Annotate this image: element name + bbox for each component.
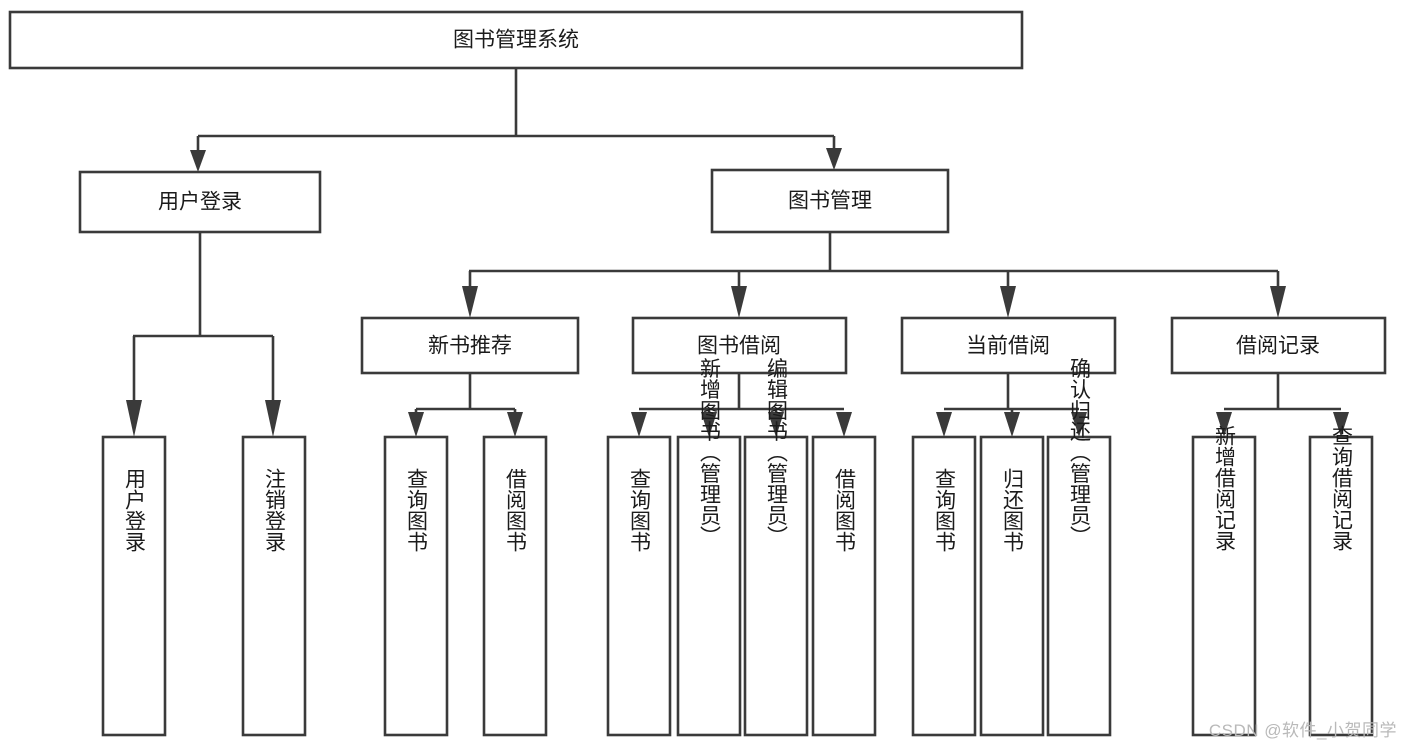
node-box: [911, 435, 977, 737]
node-leaf-borrow-book-1[interactable]: 借阅图书: [482, 435, 548, 737]
arrow-head-g3-leaf-2: [1004, 412, 1020, 437]
node-label: 归还图书: [1001, 468, 1025, 552]
arrow-head-to-current-borrow: [1000, 286, 1016, 318]
node-box: [743, 435, 809, 737]
node-box: [1170, 316, 1387, 375]
node-label: 借阅图书: [833, 468, 857, 552]
node-label: 图书管理: [788, 190, 872, 213]
node-box: [1191, 435, 1257, 737]
arrow-head-to-borrow-record: [1270, 286, 1286, 318]
node-leaf-query-borrow-record[interactable]: 查询借阅记录: [1308, 425, 1374, 737]
node-current-borrow[interactable]: 当前借阅: [900, 316, 1117, 375]
node-label: 用户登录: [158, 191, 242, 214]
node-leaf-add-book-admin[interactable]: 新增图书（管理员）: [676, 358, 742, 737]
node-leaf-query-book-1[interactable]: 查询图书: [383, 435, 449, 737]
node-label: 查询图书: [628, 468, 652, 552]
node-label: 查询图书: [933, 468, 957, 552]
node-label: 新增借阅记录: [1213, 425, 1237, 551]
node-label: 当前借阅: [966, 335, 1050, 358]
arrow-head-login-leaf-1: [126, 400, 142, 437]
arrow-head-login-leaf-2: [265, 400, 281, 437]
node-book-management[interactable]: 图书管理: [710, 168, 950, 234]
node-label: 确认归还（管理员）: [1068, 358, 1092, 547]
arrow-head-to-user-login: [190, 150, 206, 172]
node-box: [482, 435, 548, 737]
node-borrow-record[interactable]: 借阅记录: [1170, 316, 1387, 375]
node-leaf-user-login[interactable]: 用户登录: [101, 435, 167, 737]
node-box: [631, 316, 848, 375]
arrow-head-g2-leaf-3: [768, 412, 784, 437]
node-box: [676, 435, 742, 737]
arrow-head-g3-leaf-1: [936, 412, 952, 437]
node-leaf-borrow-book-2[interactable]: 借阅图书: [811, 435, 877, 737]
node-leaf-return-book[interactable]: 归还图书: [979, 435, 1045, 737]
node-box: [360, 316, 580, 375]
arrow-head-g1-leaf-1: [408, 412, 424, 437]
node-box: [900, 316, 1117, 375]
node-label: 注销登录: [263, 468, 287, 552]
arrow-head-g2-leaf-1: [631, 412, 647, 437]
node-label: 借阅记录: [1236, 335, 1320, 358]
node-label: 新增图书（管理员）: [698, 358, 722, 547]
node-box: [979, 435, 1045, 737]
node-leaf-logout[interactable]: 注销登录: [241, 435, 307, 737]
node-user-login[interactable]: 用户登录: [78, 170, 322, 234]
node-leaf-confirm-return-admin[interactable]: 确认归还（管理员）: [1046, 358, 1112, 737]
node-box: [1046, 435, 1112, 737]
arrow-head-g2-leaf-4: [836, 412, 852, 437]
arrow-head-to-book-manage: [826, 148, 842, 170]
node-label: 编辑图书（管理员）: [765, 358, 789, 547]
arrow-head-g3-leaf-3: [1071, 412, 1087, 437]
node-label: 新书推荐: [428, 335, 512, 358]
arrow-head-to-new-book: [462, 286, 478, 318]
connector-layer: [126, 68, 1349, 437]
arrow-head-g1-leaf-2: [507, 412, 523, 437]
node-new-book-recommend[interactable]: 新书推荐: [360, 316, 580, 375]
node-book-borrow[interactable]: 图书借阅: [631, 316, 848, 375]
node-leaf-add-borrow-record[interactable]: 新增借阅记录: [1191, 425, 1257, 737]
node-label: 查询借阅记录: [1330, 425, 1354, 551]
arrow-head-g4-leaf-1: [1216, 412, 1232, 437]
node-label: 图书管理系统: [453, 29, 579, 52]
node-leaf-query-book-3[interactable]: 查询图书: [911, 435, 977, 737]
node-box: [811, 435, 877, 737]
node-leaf-edit-book-admin[interactable]: 编辑图书（管理员）: [743, 358, 809, 737]
node-box: [710, 168, 950, 234]
node-box: [78, 170, 322, 234]
node-box: [101, 435, 167, 737]
node-label: 借阅图书: [504, 468, 528, 552]
node-box: [1308, 435, 1374, 737]
arrow-head-g2-leaf-2: [701, 412, 717, 437]
node-box: [8, 10, 1024, 70]
node-box: [241, 435, 307, 737]
arrow-head-to-book-borrow: [731, 286, 747, 318]
node-label: 图书借阅: [697, 335, 781, 358]
node-label: 查询图书: [405, 468, 429, 552]
node-label: 用户登录: [123, 468, 147, 552]
node-box: [383, 435, 449, 737]
node-box: [606, 435, 672, 737]
node-leaf-query-book-2[interactable]: 查询图书: [606, 435, 672, 737]
arrow-head-g4-leaf-2: [1333, 412, 1349, 437]
node-root-book-management-system[interactable]: 图书管理系统: [8, 10, 1024, 70]
